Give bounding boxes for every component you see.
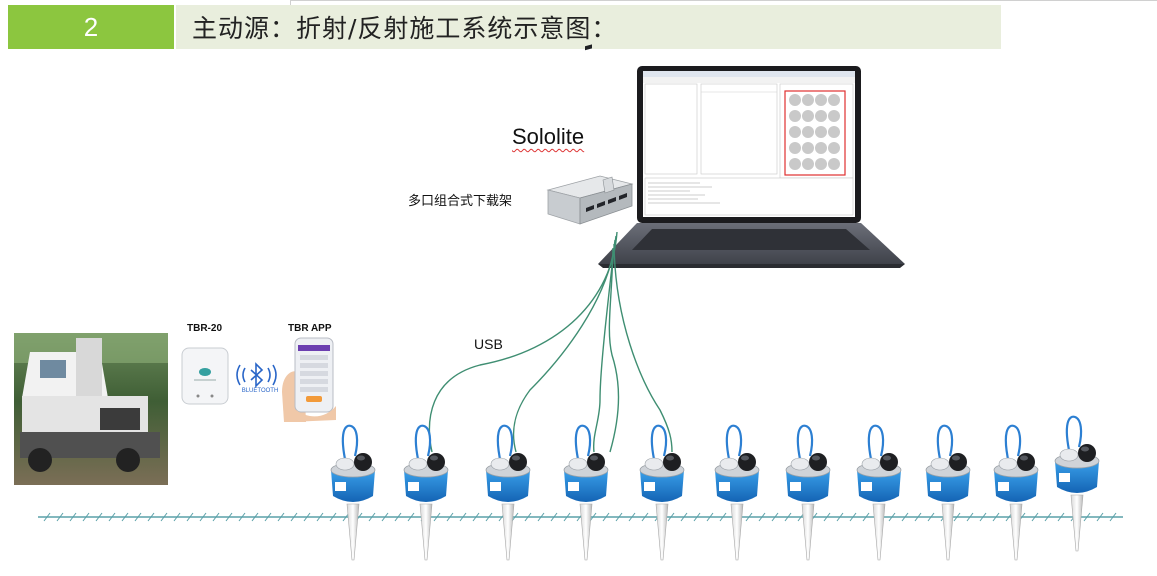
- seismic-node: [856, 424, 902, 561]
- hub-label: 多口组合式下载架: [408, 194, 513, 209]
- seismic-node: [993, 424, 1039, 561]
- seismic-nodes: [330, 415, 1100, 561]
- usb-label: USB: [474, 336, 503, 352]
- seismic-node: [1054, 415, 1100, 552]
- bluetooth-icon: [236, 362, 277, 388]
- laptop: [598, 66, 905, 268]
- device-grid-frame: [784, 90, 846, 176]
- section-title: 主动源：折射/反射施工系统示意图：: [176, 5, 1001, 49]
- seismic-node: [785, 424, 831, 561]
- tbr-app-label: TBR APP: [288, 323, 332, 334]
- seismic-node: [485, 424, 531, 561]
- download-hub: [546, 44, 634, 225]
- tbr20-label: TBR-20: [187, 323, 223, 334]
- seismic-node: [925, 424, 971, 561]
- usb-cables: [428, 231, 673, 453]
- seismic-node: [563, 424, 609, 561]
- seismic-node: [639, 424, 685, 561]
- phone-app: [282, 337, 336, 422]
- top-rule: [290, 0, 1157, 1]
- tbr20-device: [181, 347, 229, 405]
- seismic-node: [403, 424, 449, 561]
- top-rule-tick: [290, 0, 291, 8]
- seismic-node: [714, 424, 760, 561]
- device-grid: [789, 94, 840, 170]
- ground: [38, 512, 1123, 522]
- software-name: Sololite: [512, 124, 585, 149]
- vibroseis-truck-photo: [14, 333, 168, 485]
- section-number: 2: [8, 5, 174, 49]
- laptop-keyboard: [632, 229, 870, 250]
- seismic-node: [330, 424, 376, 561]
- bluetooth-label: BLUETOOTH: [242, 388, 279, 394]
